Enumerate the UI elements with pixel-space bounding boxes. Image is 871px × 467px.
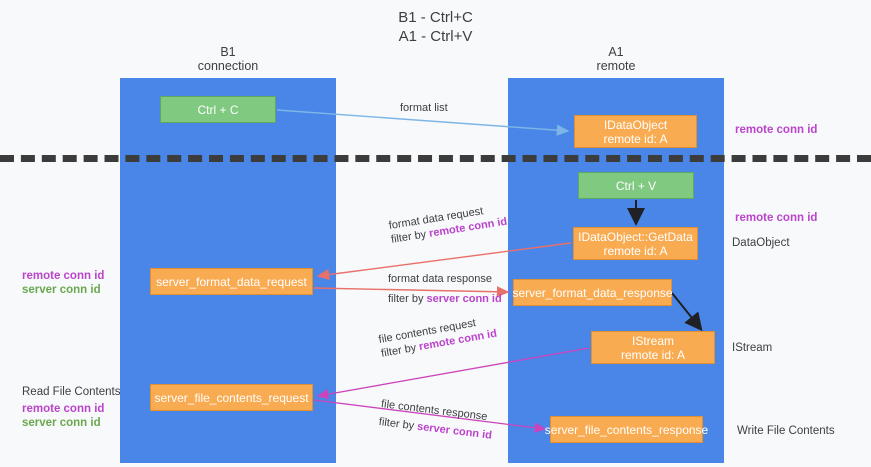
node-server-file-contents-response-label: server_file_contents_response: [544, 422, 709, 437]
filter-key-server-conn-id-1: server conn id: [426, 293, 502, 305]
node-getdata-label: IDataObject::GetData: [578, 229, 693, 244]
right-label-remote-conn-id-top: remote conn id: [735, 124, 818, 136]
lane-header-a1-subtitle: remote: [596, 59, 636, 73]
arrow-label-format-list-line1: format list: [400, 102, 448, 114]
arrow-label-format-data-response: format data response filter by server co…: [388, 272, 502, 306]
node-server-format-data-response[interactable]: server_format_data_response: [512, 279, 673, 306]
node-getdata-sub: remote id: A: [603, 243, 668, 258]
node-getdata[interactable]: IDataObject::GetData remote id: A: [573, 227, 698, 260]
node-idataobject[interactable]: IDataObject remote id: A: [574, 115, 697, 148]
lane-header-b1-subtitle: connection: [197, 59, 259, 73]
node-server-format-data-request-label: server_format_data_request: [156, 274, 307, 289]
node-server-file-contents-request-label: server_file_contents_request: [154, 390, 309, 405]
lane-header-b1-title: B1: [220, 45, 236, 59]
right-label-dataobject: DataObject: [732, 237, 790, 249]
arrow-label-file-contents-request: file contents request filter by remote c…: [378, 313, 498, 361]
left-label-server-conn-id-middle: server conn id: [22, 284, 101, 296]
title-line-1: B1 - Ctrl+C: [398, 9, 473, 26]
lane-header-a1-title: A1: [608, 45, 624, 59]
node-istream-label: IStream: [631, 333, 674, 348]
arrow-label-format-data-response-line2: filter by server conn id: [388, 292, 502, 306]
node-istream-sub: remote id: A: [620, 347, 686, 362]
arrow-label-file-contents-response: file contents response filter by server …: [378, 397, 495, 443]
title-line-2: A1 - Ctrl+V: [398, 28, 473, 45]
node-istream[interactable]: IStream remote id: A: [591, 331, 715, 364]
right-label-write-file-contents: Write File Contents: [737, 425, 835, 437]
node-server-file-contents-request[interactable]: server_file_contents_request: [150, 384, 313, 411]
filter-key-server-conn-id-2: server conn id: [416, 420, 493, 442]
right-label-remote-conn-id-middle: remote conn id: [735, 212, 818, 224]
filter-by-prefix-2: filter by: [388, 293, 427, 305]
page-title: B1 - Ctrl+C A1 - Ctrl+V: [0, 8, 871, 46]
left-label-remote-conn-id-bottom: remote conn id: [22, 403, 105, 415]
left-label-read-file-contents: Read File Contents: [22, 386, 121, 398]
phase-divider: [0, 155, 871, 162]
node-server-format-data-request[interactable]: server_format_data_request: [150, 268, 313, 295]
node-idataobject-label: IDataObject: [603, 117, 668, 132]
node-idataobject-sub: remote id: A: [603, 131, 668, 146]
node-ctrl-v-label: Ctrl + V: [615, 178, 657, 193]
arrow-label-format-data-response-line1: format data response: [388, 273, 492, 285]
left-label-server-conn-id-bottom: server conn id: [22, 417, 101, 429]
lane-header-b1: B1 connection: [120, 45, 336, 73]
left-label-remote-conn-id-middle: remote conn id: [22, 270, 105, 282]
arrow-label-format-data-request: format data request filter by remote con…: [388, 201, 508, 247]
filter-by-prefix-4: filter by: [378, 415, 418, 433]
node-ctrl-c[interactable]: Ctrl + C: [160, 96, 276, 123]
node-ctrl-v[interactable]: Ctrl + V: [578, 172, 694, 199]
right-label-istream: IStream: [732, 342, 773, 354]
arrow-label-format-list: format list: [400, 101, 448, 115]
node-server-file-contents-response[interactable]: server_file_contents_response: [545, 416, 708, 443]
lane-header-a1: A1 remote: [508, 45, 724, 73]
node-ctrl-c-label: Ctrl + C: [197, 102, 239, 117]
node-server-format-data-response-label: server_format_data_response: [512, 285, 673, 300]
